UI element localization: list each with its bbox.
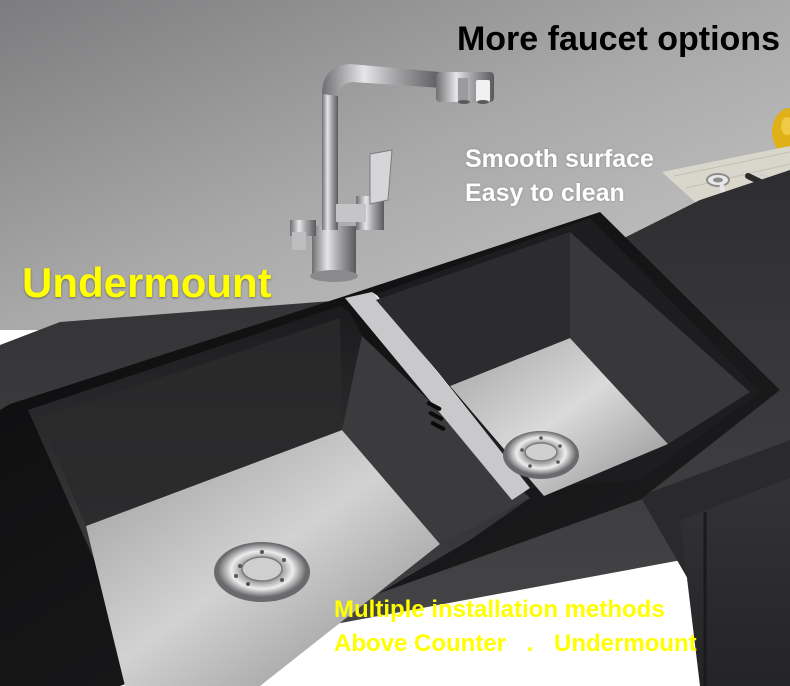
surface-caption-line-1: Smooth surface xyxy=(465,145,654,173)
faucet-options-caption: More faucet options xyxy=(456,20,780,58)
right-drain xyxy=(503,431,579,479)
installation-caption-line-1: Multiple installation methods xyxy=(334,596,665,623)
above-counter-label: Above Counter xyxy=(334,630,507,657)
undermount-caption: Undermount xyxy=(22,259,272,306)
left-drain xyxy=(214,542,310,602)
faucet xyxy=(290,64,494,282)
installation-caption-line-2: Above Counter. Undermount xyxy=(334,627,697,661)
overflow-slots xyxy=(426,401,446,431)
cabinet xyxy=(680,478,790,686)
installation-caption: Multiple installation methods Above Coun… xyxy=(334,593,697,661)
surface-caption: Smooth surface Easy to clean xyxy=(465,142,654,210)
method-separator: . xyxy=(526,630,534,657)
bowl-divider xyxy=(345,292,530,500)
surface-caption-line-2: Easy to clean xyxy=(465,179,625,207)
right-bowl xyxy=(376,218,760,496)
undermount-label: Undermount xyxy=(554,630,697,657)
